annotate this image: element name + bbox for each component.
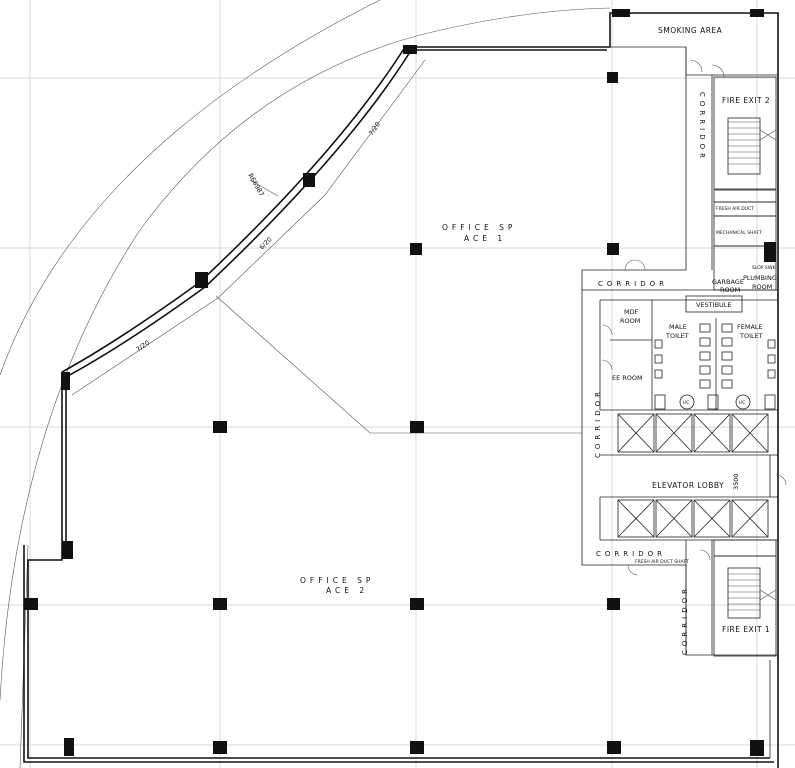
column <box>410 243 422 255</box>
office-space-1-label-line1: OFFICE SP <box>442 223 516 232</box>
office-space-2-label-line2: ACE 2 <box>326 586 368 595</box>
fire-exit-1-stair <box>713 539 777 657</box>
mdf-room-label-line2: ROOM <box>620 317 640 325</box>
column <box>24 598 38 610</box>
column <box>607 598 620 610</box>
radius-dimension: R66987 <box>246 172 266 198</box>
plumbing-room-label-line1: PLUMBING <box>743 274 777 282</box>
ee-room-label: EE ROOM <box>612 374 643 382</box>
hc-label: HC <box>739 400 746 406</box>
column <box>61 372 70 390</box>
column <box>750 9 764 17</box>
garbage-room-label-line2: ROOM <box>720 286 740 294</box>
female-toilet-label-line2: TOILET <box>739 332 763 340</box>
mdf-room-label-line1: MDF <box>624 308 639 316</box>
vestibule-label: VESTIBULE <box>696 301 732 309</box>
column <box>410 598 424 610</box>
column <box>410 421 424 433</box>
male-toilet-label-line2: TOILET <box>665 332 689 340</box>
male-toilet-label-line1: MALE <box>669 323 687 331</box>
door-swings <box>601 59 787 576</box>
fresh-air-duct-shaft-label: FRESH AIR DUCT SHAFT <box>635 559 689 565</box>
corridor-label-right-top: CORRIDOR <box>698 92 706 162</box>
fire-exit-1-label: FIRE EXIT 1 <box>722 625 770 634</box>
structural-columns <box>24 9 764 756</box>
segment-dimension-upper: 7/20 <box>367 121 382 138</box>
toilet-fixtures <box>654 295 776 410</box>
hc-label: HC <box>683 400 690 406</box>
lobby-width-dimension: 3500 <box>732 473 740 490</box>
column <box>64 738 74 756</box>
column <box>607 741 621 754</box>
service-core <box>581 13 778 656</box>
hc-marker <box>735 394 751 410</box>
corridor-label-left: CORRIDOR <box>594 388 602 458</box>
slop-sink-label: SLOP SINK <box>752 265 776 271</box>
column <box>213 598 227 610</box>
segment-dimension-middle: 6/20 <box>258 235 274 251</box>
plumbing-room-label-line2: ROOM <box>752 283 772 291</box>
elevator-lobby-label: ELEVATOR LOBBY <box>652 481 724 490</box>
column <box>750 740 764 756</box>
column <box>303 173 315 187</box>
facade-dimensions <box>71 59 582 434</box>
segment-dimension-lower: 7/20 <box>135 339 152 354</box>
fire-exit-2-label: FIRE EXIT 2 <box>722 96 770 105</box>
mechanical-shaft-label: MECHANICAL SHAFT <box>716 230 762 236</box>
fresh-air-duct-label: FRESH AIR DUCT <box>716 206 754 212</box>
corridor-label-bottom-vertical: CORRIDOR <box>681 585 689 655</box>
corridor-label-top: CORRIDOR <box>598 280 668 288</box>
smoking-area-label: SMOKING AREA <box>658 26 723 35</box>
column <box>195 272 208 288</box>
column <box>62 541 73 559</box>
corridor-label-bottom: CORRIDOR <box>596 550 666 558</box>
elevators <box>617 413 769 538</box>
hc-marker <box>679 394 695 410</box>
column <box>213 421 227 433</box>
column <box>410 741 424 754</box>
female-toilet-label-line1: FEMALE <box>737 323 763 331</box>
site-boundary-arcs <box>0 0 611 768</box>
column <box>607 72 618 83</box>
column <box>213 741 227 754</box>
column <box>403 45 417 54</box>
office-space-2-label-line1: OFFICE SP <box>300 576 374 585</box>
office-space-1-label-line2: ACE 1 <box>464 234 506 243</box>
column <box>607 243 619 255</box>
building-envelope <box>23 12 779 768</box>
garbage-room-label-line1: GARBAGE <box>712 278 744 286</box>
column <box>612 9 630 17</box>
fire-exit-2-stair <box>713 76 777 291</box>
